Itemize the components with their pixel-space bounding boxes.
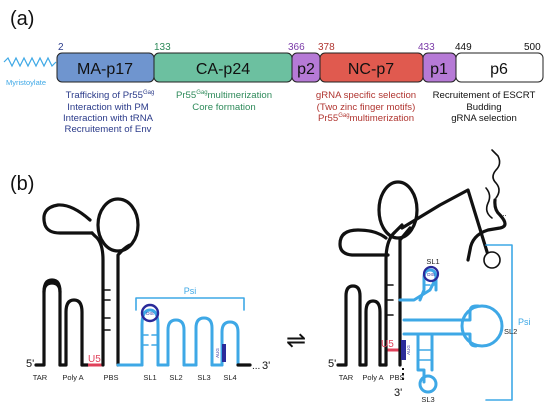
panel-a-label: (a) (10, 8, 34, 30)
myristoylate-chain (3, 56, 57, 68)
left-u5-label: U5 (88, 354, 101, 365)
ma-function-list: Trafficking of Pr55Gag Interaction with … (63, 90, 154, 135)
left-psi-bracket (135, 297, 245, 311)
ma-function-line2: Interaction with PM (67, 102, 149, 113)
right-polya (358, 299, 382, 367)
right-aug-mark (401, 340, 406, 360)
p6-function-list: Recruitement of ESCRT Budding gRNA selec… (433, 90, 536, 124)
svg-text:...: ... (500, 209, 507, 218)
domain-p1-name: p1 (430, 61, 448, 78)
rna-structure-right: ... DIS AUG Psi 5' 3' U5 TAR Poly A PBS … (328, 149, 531, 404)
left-label-sl3: SL3 (197, 373, 210, 382)
residue-nc-start: 378 (318, 42, 335, 53)
nc-function-line1: gRNA specific selection (316, 90, 416, 101)
left-pbs-side-arm (42, 203, 94, 235)
left-aug-label: AUG (215, 348, 220, 358)
myristoylate-label: Myristoylate (6, 78, 46, 87)
left-label-sl1: SL1 (143, 373, 156, 382)
left-psi-label: Psi (184, 286, 197, 296)
nc-function-line3: Pr55Gagmultimerization (318, 113, 414, 124)
left-label-pbs: PBS (103, 373, 118, 382)
residue-ma-start: 2 (58, 42, 64, 53)
left-label-tar: TAR (33, 373, 48, 382)
rna-structure-left: DIS AUG Psi 5' ... 3' U5 TAR Poly A PBS … (26, 197, 270, 382)
right-label-sl3: SL3 (421, 395, 434, 404)
left-label-polya: Poly A (62, 373, 83, 382)
right-label-pbs: PBS (389, 373, 404, 382)
ca-function-line2: Core formation (192, 102, 255, 113)
right-upper-loop (483, 251, 501, 269)
right-sl2-loop (460, 304, 504, 348)
gag-domain-bar: MA-p17 CA-p24 p2 NC-p7 p1 p6 (56, 52, 544, 83)
right-sl3-loop (418, 374, 438, 394)
left-pbs-large-loop (96, 197, 140, 253)
left-three-prime: 3' (262, 360, 270, 372)
domain-p6-box (455, 52, 544, 83)
left-sl4 (220, 320, 240, 367)
right-psi-bracket (485, 244, 513, 401)
right-five-prime: 5' (328, 358, 336, 370)
domain-p6-name: p6 (490, 61, 508, 78)
left-sl3 (194, 316, 214, 367)
right-dis-label: DIS (427, 272, 435, 277)
right-three-prime: 3' (394, 387, 402, 399)
domain-p2-name: p2 (297, 61, 315, 78)
residue-end: 500 (524, 42, 541, 53)
left-ellipsis: ... (252, 361, 260, 372)
nc-function-list: gRNA specific selection (Two zinc finger… (316, 90, 416, 124)
right-label-tar: TAR (339, 373, 354, 382)
left-dis-loop (140, 303, 160, 323)
right-label-sl2: SL2 (504, 327, 517, 336)
right-dis-loop (422, 265, 440, 283)
ma-function-line1: Trafficking of Pr55Gag (66, 90, 155, 101)
domain-ca-name: CA-p24 (196, 61, 250, 78)
left-sl2 (166, 318, 186, 367)
ma-function-line3: Interaction with tRNA (63, 113, 154, 124)
nc-function-line2: (Two zinc finger motifs) (317, 102, 416, 113)
right-pbs-large-loop (377, 180, 419, 240)
left-tar-stem (34, 281, 62, 367)
right-tar (336, 284, 362, 367)
left-polya-stem (58, 298, 84, 367)
left-tar-loop (42, 278, 62, 294)
right-label-polya: Poly A (362, 373, 383, 382)
residue-p2-start: 366 (288, 42, 305, 53)
right-label-sl1: SL1 (426, 257, 439, 266)
p6-function-line3: gRNA selection (451, 113, 517, 124)
residue-p6-start: 449 (455, 42, 472, 53)
residue-p1-start: 433 (418, 42, 435, 53)
left-label-sl4: SL4 (223, 373, 236, 382)
p6-function-line1: Recruitement of ESCRT (433, 90, 536, 101)
left-five-prime: 5' (26, 358, 34, 370)
panel-b-label: (b) (10, 173, 34, 195)
residue-ca-start: 133 (154, 42, 171, 53)
left-dis-label: DIS (146, 311, 154, 316)
left-aug-mark (222, 344, 226, 362)
ca-function-list: Pr55Gagmultimerization Core formation (176, 90, 272, 113)
ca-function-line1: Pr55Gagmultimerization (176, 90, 272, 101)
left-label-sl2: SL2 (169, 373, 182, 382)
left-sl1 (140, 308, 160, 367)
right-psi-label: Psi (518, 317, 531, 327)
domain-nc-name: NC-p7 (348, 61, 394, 78)
right-side-arm (338, 228, 390, 257)
ma-function-line4: Recruitement of Env (65, 124, 152, 135)
domain-ma-name: MA-p17 (77, 61, 133, 78)
equilibrium-arrows: ⇌ (286, 327, 306, 354)
p6-function-line2: Budding (466, 102, 501, 113)
right-u5-label: U5 (381, 339, 394, 350)
right-aug-label: AUG (406, 345, 411, 355)
